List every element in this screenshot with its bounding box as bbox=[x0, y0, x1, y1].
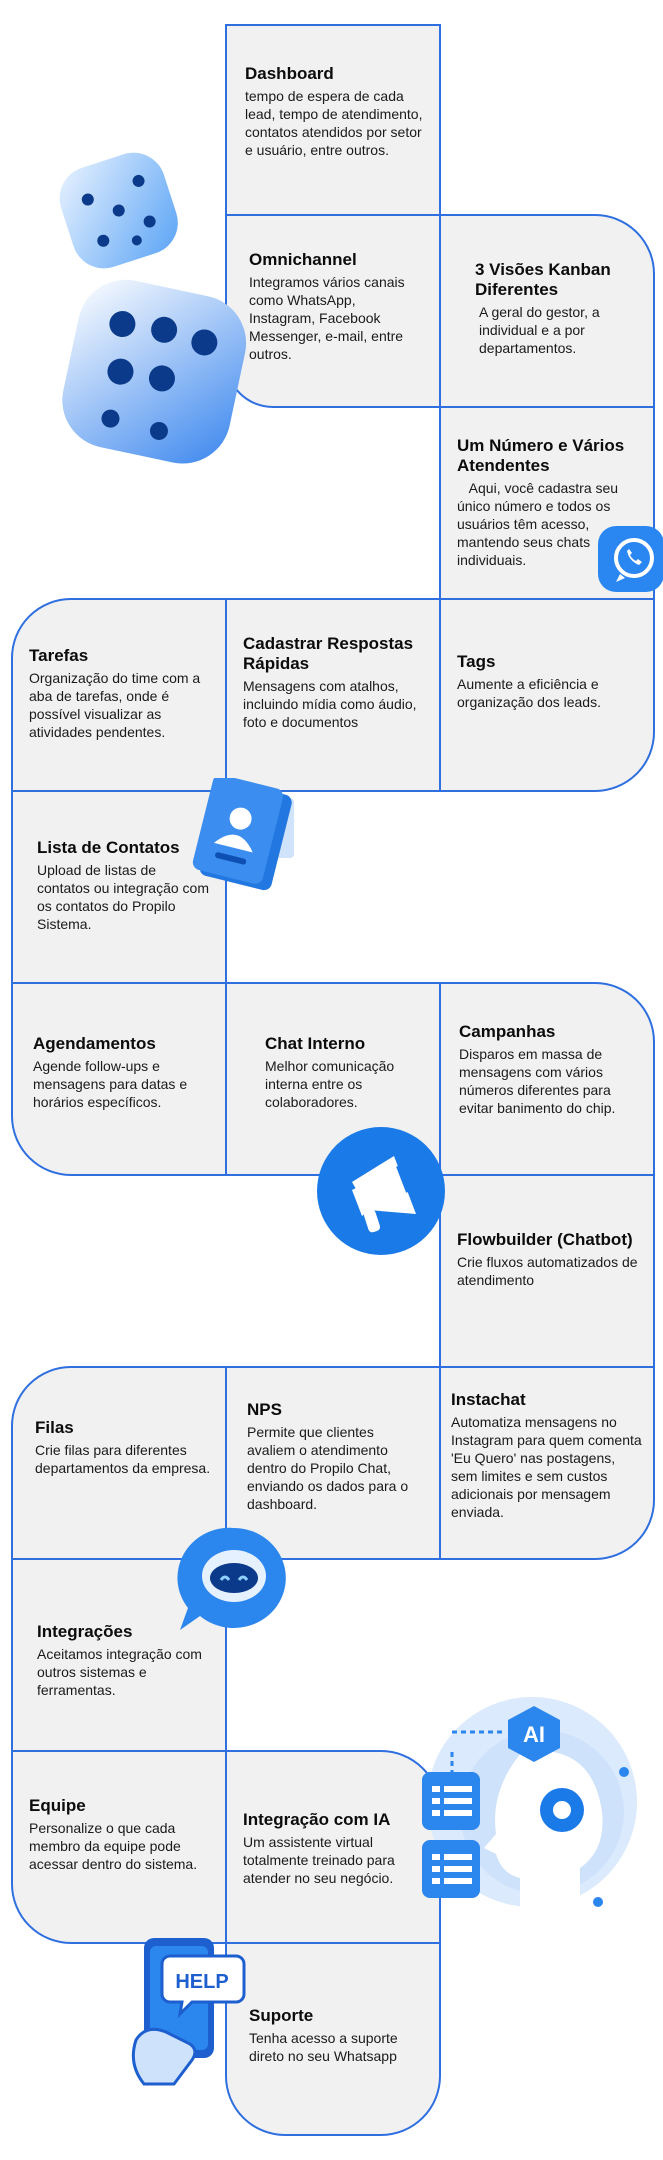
dice-icon bbox=[59, 152, 247, 464]
card-desc: Tenha acesso a suporte direto no seu Wha… bbox=[249, 2030, 398, 2064]
card-title: Integração com IA bbox=[243, 1810, 391, 1829]
card-title: Chat Interno bbox=[265, 1034, 366, 1053]
card-kanban: 3 Visões Kanban Diferentes A geral do ge… bbox=[439, 214, 655, 408]
card-suporte: Suporte Tenha acesso a suporte direto no… bbox=[225, 1942, 441, 2136]
card-title: Agendamentos bbox=[33, 1034, 156, 1053]
megaphone-icon bbox=[317, 1127, 445, 1255]
card-chat-interno: Chat Interno Melhor comunicação interna … bbox=[225, 982, 441, 1176]
card-title: Suporte bbox=[249, 2006, 314, 2025]
card-desc: Integramos vários canais como WhatsApp, … bbox=[249, 274, 405, 362]
card-desc: Personalize o que cada membro da equipe … bbox=[29, 1820, 198, 1872]
card-desc: Aceitamos integração com outros sistemas… bbox=[37, 1646, 202, 1698]
card-desc: Crie fluxos automatizados de atendimento bbox=[457, 1254, 638, 1288]
card-ia: Integração com IA Um assistente virtual … bbox=[225, 1750, 441, 1944]
card-title: Instachat bbox=[451, 1390, 526, 1409]
card-instachat: Instachat Automatiza mensagens no Instag… bbox=[439, 1366, 655, 1560]
card-desc: Aumente a eficiência e organização dos l… bbox=[457, 676, 601, 710]
card-desc: Agende follow-ups e mensagens para datas… bbox=[33, 1058, 188, 1110]
card-tags: Tags Aumente a eficiência e organização … bbox=[439, 598, 655, 792]
card-contatos: Lista de Contatos Upload de listas de co… bbox=[11, 790, 227, 984]
card-omnichannel: Omnichannel Integramos vários canais com… bbox=[225, 214, 441, 408]
card-title: Filas bbox=[35, 1418, 74, 1437]
card-flowbuilder: Flowbuilder (Chatbot) Crie fluxos automa… bbox=[439, 1174, 655, 1368]
ai-badge-text: AI bbox=[523, 1722, 545, 1747]
card-agendamentos: Agendamentos Agende follow-ups e mensage… bbox=[11, 982, 227, 1176]
card-title: Tarefas bbox=[29, 646, 89, 665]
card-title: Flowbuilder (Chatbot) bbox=[457, 1230, 633, 1249]
contact-book-icon bbox=[192, 778, 294, 891]
card-campanhas: Campanhas Disparos em massa de mensagens… bbox=[439, 982, 655, 1176]
card-desc: Organização do time com a aba de tarefas… bbox=[29, 670, 201, 740]
card-numero: Um Número e Vários Atendentes Aqui, você… bbox=[439, 406, 655, 600]
card-desc: Upload de listas de contatos ou integraç… bbox=[37, 862, 209, 932]
ai-head-icon: AI bbox=[422, 1697, 637, 1908]
card-dashboard: Dashboard tempo de espera de cada lead, … bbox=[225, 24, 441, 216]
card-desc: Um assistente virtual totalmente treinad… bbox=[243, 1834, 395, 1886]
card-title: Dashboard bbox=[245, 64, 334, 83]
card-desc: Permite que clientes avaliem o atendimen… bbox=[247, 1424, 409, 1512]
card-desc: Disparos em massa de mensagens com vário… bbox=[459, 1046, 616, 1116]
card-nps: NPS Permite que clientes avaliem o atend… bbox=[225, 1366, 441, 1560]
card-desc: Mensagens com atalhos, incluindo mídia c… bbox=[243, 678, 417, 730]
card-desc: Crie filas para diferentes departamentos… bbox=[35, 1442, 211, 1476]
card-title: Equipe bbox=[29, 1796, 86, 1815]
card-tarefas: Tarefas Organização do time com a aba de… bbox=[11, 598, 227, 792]
card-title: Tags bbox=[457, 652, 496, 671]
card-title: Um Número e Vários Atendentes bbox=[457, 436, 625, 475]
card-title: NPS bbox=[247, 1400, 282, 1419]
help-phone-icon: HELP bbox=[131, 1938, 246, 2086]
card-title: Campanhas bbox=[459, 1022, 556, 1041]
robot-icon bbox=[177, 1527, 286, 1630]
help-badge-text: HELP bbox=[175, 1971, 228, 1993]
card-desc: A geral do gestor, a individual e a por … bbox=[479, 304, 600, 356]
card-desc: Aqui, você cadastra seu único número e t… bbox=[457, 480, 622, 568]
card-title: Lista de Contatos bbox=[37, 838, 180, 857]
card-desc: Automatiza mensagens no Instagram para q… bbox=[451, 1414, 642, 1520]
card-respostas: Cadastrar Respostas Rápidas Mensagens co… bbox=[225, 598, 441, 792]
card-title: Cadastrar Respostas Rápidas bbox=[243, 634, 414, 673]
card-title: 3 Visões Kanban Diferentes bbox=[475, 260, 611, 299]
whatsapp-icon bbox=[598, 526, 663, 592]
card-equipe: Equipe Personalize o que cada membro da … bbox=[11, 1750, 227, 1944]
card-title: Integrações bbox=[37, 1622, 133, 1641]
card-desc: tempo de espera de cada lead, tempo de a… bbox=[245, 88, 423, 158]
card-desc: Melhor comunicação interna entre os cola… bbox=[265, 1058, 395, 1110]
card-title: Omnichannel bbox=[249, 250, 357, 269]
